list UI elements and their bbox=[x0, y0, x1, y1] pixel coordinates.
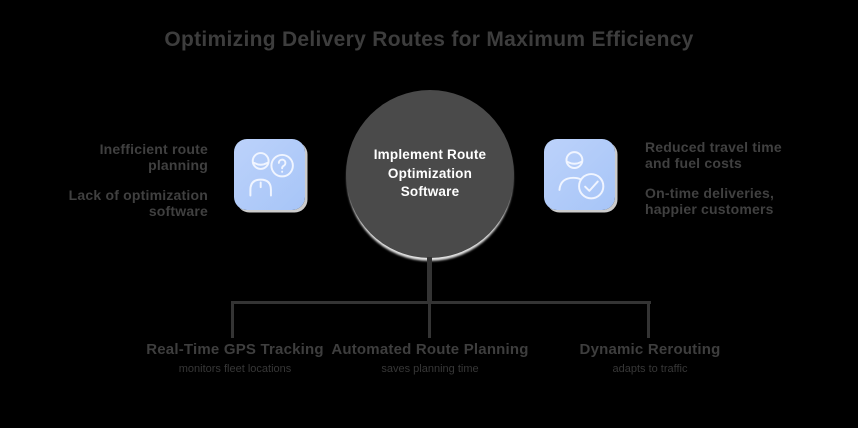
left-problem-2: Lack of optimization software bbox=[69, 187, 208, 219]
right-outcome-1-line2: and fuel costs bbox=[645, 155, 742, 171]
connector-stub-2 bbox=[428, 302, 431, 338]
person-question-icon bbox=[248, 151, 294, 197]
connector-horizontal bbox=[231, 301, 651, 304]
connector-stub-1 bbox=[231, 302, 234, 338]
child-node-2: Automated Route Planning saves planning … bbox=[320, 341, 540, 375]
right-outcome-2: On-time deliveries, happier customers bbox=[645, 185, 774, 217]
connector-stub-3 bbox=[647, 302, 650, 338]
child-node-3-label: Dynamic Rerouting bbox=[579, 341, 721, 358]
right-outcome-1: Reduced travel time and fuel costs bbox=[645, 139, 782, 171]
person-check-icon bbox=[557, 150, 604, 199]
child-node-3: Dynamic Rerouting adapts to traffic bbox=[540, 341, 760, 375]
left-problem-1-line2: planning bbox=[148, 157, 208, 173]
central-node-line2: Optimization bbox=[387, 165, 473, 181]
outcome-icon-tile bbox=[544, 139, 615, 210]
right-outcome-2-line1: On-time deliveries, bbox=[645, 185, 775, 201]
left-problem-2-line2: software bbox=[148, 203, 208, 219]
problem-icon-tile bbox=[234, 139, 305, 210]
central-node-line1: Implement Route bbox=[373, 146, 487, 162]
child-node-2-sublabel: saves planning time bbox=[381, 363, 479, 375]
central-node-line3: Software bbox=[400, 184, 460, 200]
diagram-title: Optimizing Delivery Routes for Maximum E… bbox=[164, 28, 694, 51]
left-problem-1: Inefficient route planning bbox=[100, 141, 208, 173]
child-node-1-sublabel: monitors fleet locations bbox=[178, 363, 292, 375]
left-problem-1-line1: Inefficient route bbox=[99, 141, 208, 157]
left-problem-2-line1: Lack of optimization bbox=[68, 187, 208, 203]
child-node-1: Real-Time GPS Tracking monitors fleet lo… bbox=[125, 341, 345, 375]
child-node-1-label: Real-Time GPS Tracking bbox=[146, 341, 324, 358]
child-node-3-sublabel: adapts to traffic bbox=[612, 363, 688, 375]
central-node: Implement Route Optimization Software bbox=[346, 90, 514, 258]
right-outcome-1-line1: Reduced travel time bbox=[645, 139, 782, 155]
right-outcome-2-line2: happier customers bbox=[645, 201, 774, 217]
child-node-2-label: Automated Route Planning bbox=[331, 341, 529, 358]
connector-root-vertical bbox=[427, 257, 432, 304]
